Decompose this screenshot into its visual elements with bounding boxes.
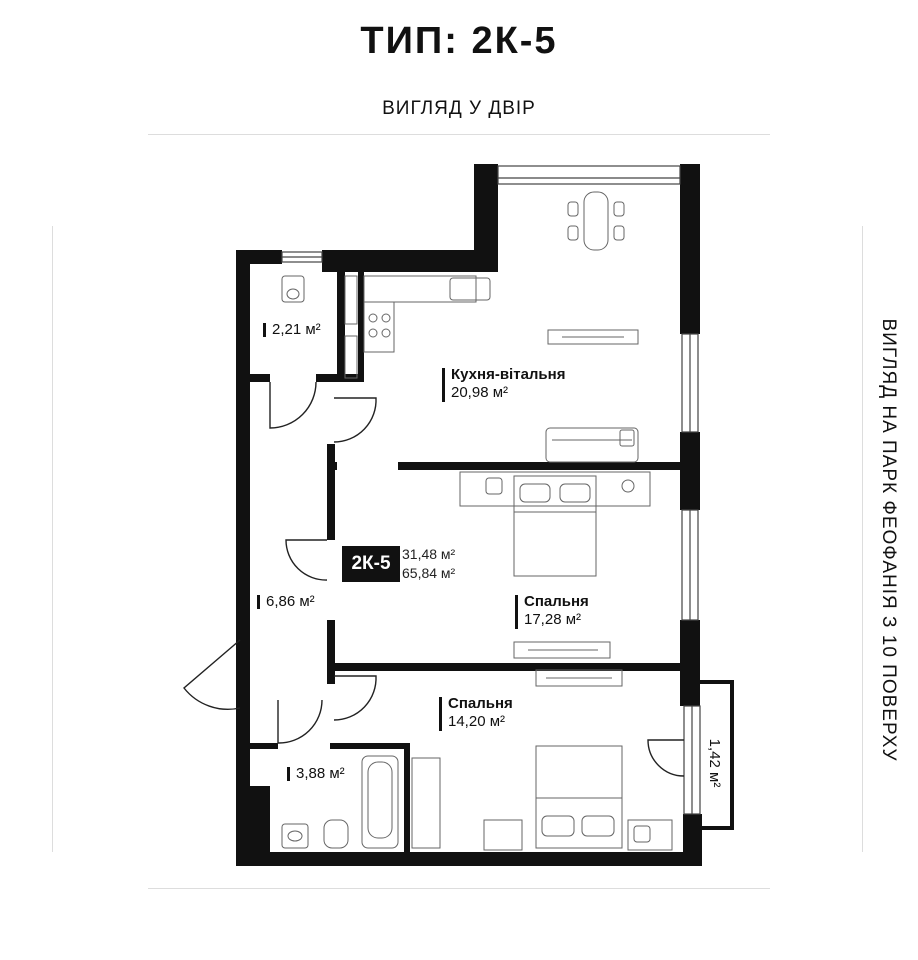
wc-area-label: 2,21 м² <box>263 321 321 339</box>
living-area: 31,48 м² <box>402 546 456 562</box>
apartment-areas: 31,48 м² 65,84 м² <box>402 545 455 583</box>
doors[interactable] <box>183 381 685 777</box>
bedroom2-label: Спальня 14,20 м² <box>439 695 513 731</box>
hall-area-label: 6,86 м² <box>257 593 315 611</box>
divider-bottom <box>148 888 770 889</box>
bedroom2-name: Спальня <box>448 695 513 712</box>
kitchen-label: Кухня-вітальня 20,98 м² <box>442 366 566 402</box>
divider-top <box>148 134 770 135</box>
view-top-label: ВИГЛЯД У ДВІР <box>382 98 536 119</box>
bedroom1-name: Спальня <box>524 593 589 610</box>
divider-right <box>862 226 863 852</box>
apartment-type-badge: 2К-5 <box>342 546 400 582</box>
bedroom1-label: Спальня 17,28 м² <box>515 593 589 629</box>
bedroom1-area: 17,28 м² <box>524 611 582 628</box>
bathroom-area-label: 3,88 м² <box>287 765 345 783</box>
kitchen-area: 20,98 м² <box>451 384 509 401</box>
total-area: 65,84 м² <box>402 565 456 581</box>
furniture <box>281 191 673 851</box>
balcony-area-label: 1,42 м² <box>706 738 723 788</box>
kitchen-name: Кухня-вітальня <box>451 366 566 383</box>
divider-left <box>52 226 53 852</box>
balcony-outline <box>700 680 734 830</box>
plan-title: ТИП: 2К-5 <box>360 20 558 62</box>
windows <box>281 165 701 815</box>
walls <box>236 164 702 866</box>
bedroom2-area: 14,20 м² <box>448 713 506 730</box>
